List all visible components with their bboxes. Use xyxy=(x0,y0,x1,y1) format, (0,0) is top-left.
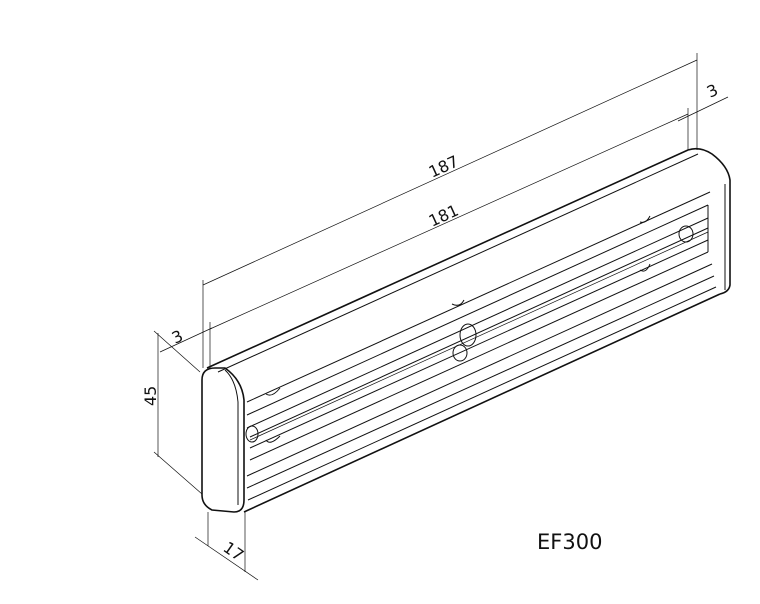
dim-label-45: 45 xyxy=(141,386,160,406)
dimension-17: 17 xyxy=(194,512,259,581)
dimension-45: 45 xyxy=(141,330,203,495)
part-code-label: EF300 xyxy=(537,530,602,554)
dimension-3-left: 3 xyxy=(159,326,213,353)
dim-label-181: 181 xyxy=(426,201,462,231)
part-body xyxy=(201,147,731,513)
dim-label-3-right: 3 xyxy=(704,80,721,102)
dim-label-17: 17 xyxy=(220,538,248,565)
dim-label-3-left: 3 xyxy=(169,326,186,348)
dim-label-187: 187 xyxy=(426,152,462,182)
dimension-181: 181 xyxy=(209,108,689,368)
